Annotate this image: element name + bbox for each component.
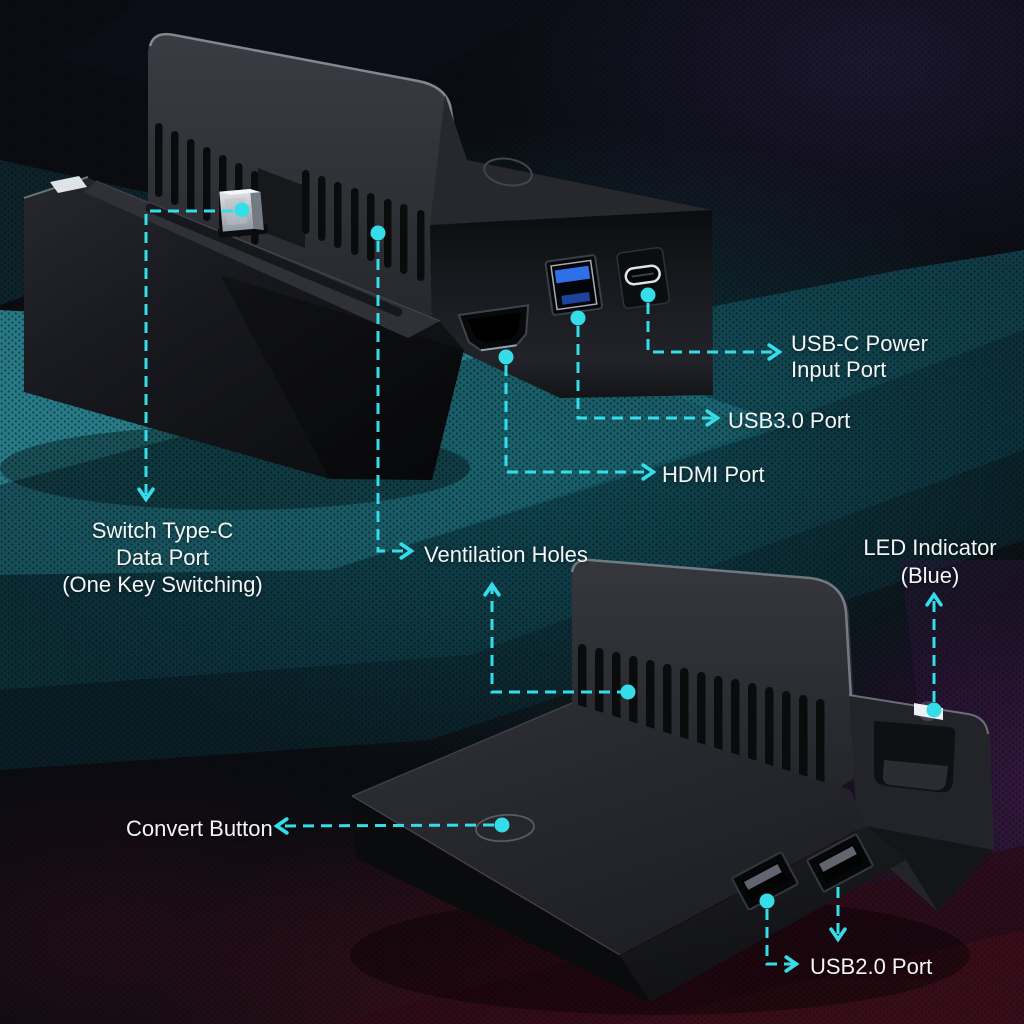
- ventilation-holes-label: Ventilation Holes: [424, 542, 588, 567]
- ventilation-slots-right: [302, 170, 425, 281]
- usb-c-dot-icon: [640, 287, 656, 303]
- top-surface-indent: [483, 157, 533, 187]
- label-line: (Blue): [900, 563, 960, 588]
- label-line: (One Key Switching): [62, 572, 263, 597]
- wing-edge-highlight: [848, 694, 989, 735]
- dock2-wing-front-face: [866, 826, 994, 912]
- dock-base: [24, 178, 464, 480]
- callout-lines: [137, 209, 943, 973]
- dock2-top-surface: [352, 703, 866, 955]
- convert-callout-line: [273, 817, 495, 835]
- usb3-port: [544, 254, 603, 316]
- label-line: Data Port: [116, 545, 209, 570]
- type-c-callout-line: [137, 209, 233, 503]
- label-line: Input Port: [791, 357, 887, 382]
- type-c-dot-icon: [234, 202, 250, 218]
- dock-rear-view: [23, 32, 713, 480]
- surface-edge-b: [351, 795, 621, 956]
- usb3-callout-line: [576, 326, 721, 427]
- ventilation-slots-bottom-dock: [578, 644, 825, 790]
- connector-mount-bracket: [258, 168, 305, 248]
- hdmi-callout-line: [504, 365, 657, 481]
- vent-bottom-callout-line: [483, 581, 628, 694]
- usb3-port-label: USB3.0 Port: [728, 408, 851, 433]
- led-indicator-label: LED Indicator (Blue): [845, 534, 1015, 590]
- hdmi-dot-icon: [498, 349, 514, 365]
- dock2-front-left-face: [352, 798, 650, 1002]
- surface-edge-a: [351, 702, 573, 797]
- usb-c-callout-line: [646, 303, 783, 361]
- hdmi-port-label: HDMI Port: [662, 462, 765, 487]
- usb2-port-left: [731, 851, 799, 911]
- switch-type-c-data-port-label: Switch Type-C Data Port (One Key Switchi…: [20, 517, 305, 598]
- hdmi-port: [457, 304, 530, 352]
- panel-edge-highlight: [148, 32, 467, 197]
- base-shade: [220, 275, 464, 480]
- seat-edge-highlight: [95, 180, 441, 322]
- label-line: LED Indicator: [863, 535, 997, 560]
- usb2-port-label: USB2.0 Port: [810, 954, 933, 979]
- label-line: USB-C Power: [791, 331, 928, 356]
- usb-c-power-port: [616, 246, 670, 310]
- led-dot-icon: [926, 702, 942, 718]
- usb2-dot-icon: [759, 893, 775, 909]
- groove-ledge: [882, 760, 948, 791]
- convert-button-label: Convert Button: [126, 816, 273, 841]
- usb2-port-right: [806, 833, 874, 893]
- dock-top-surface: [430, 95, 712, 225]
- vent-top-dot-icon: [370, 225, 386, 241]
- convert-dot-icon: [494, 817, 510, 833]
- usb3-dot-icon: [570, 310, 586, 326]
- vent-bottom-dot-icon: [620, 684, 636, 700]
- label-line: Switch Type-C: [91, 518, 234, 543]
- usb-c-power-input-port-label: USB-C Power Input Port: [791, 331, 928, 383]
- corner-led-sticker: [50, 176, 87, 193]
- callout-dots: [234, 202, 942, 909]
- usb2-left-callout-line: [765, 909, 800, 973]
- seat-groove: [145, 203, 403, 317]
- vent-top-callout-line: [376, 241, 415, 560]
- dock2-panel-highlight: [570, 558, 857, 771]
